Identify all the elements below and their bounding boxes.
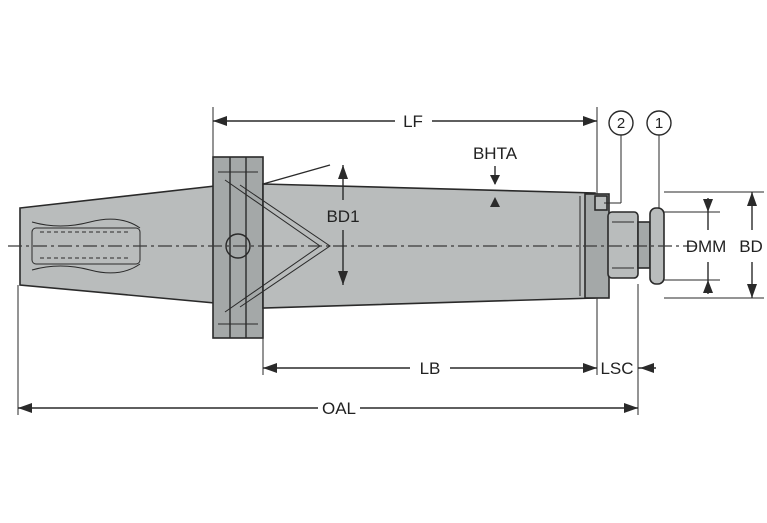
flange xyxy=(212,156,264,339)
callout-2-label: 2 xyxy=(617,115,625,132)
lb-label: LB xyxy=(420,359,441,378)
bd1-dimension: BD1 xyxy=(326,165,360,285)
lb-dimension: LB xyxy=(263,359,597,378)
callout-1-label: 1 xyxy=(655,115,663,132)
main-body xyxy=(224,164,596,313)
callout-2: 2 xyxy=(604,110,634,204)
lf-dimension: LF xyxy=(213,112,597,131)
taper-shank xyxy=(19,185,216,304)
callout-1: 1 xyxy=(646,110,672,208)
dmm-label: DMM xyxy=(686,237,727,256)
lsc-label: LSC xyxy=(600,359,633,378)
oal-dimension: OAL xyxy=(18,399,638,418)
bhta-marker: BHTA xyxy=(473,144,518,207)
bhta-label: BHTA xyxy=(473,144,518,163)
bd-label: BD xyxy=(739,237,763,256)
bd1-label: BD1 xyxy=(326,207,359,226)
lsc-dimension: LSC xyxy=(600,359,656,378)
dmm-dimension: DMM xyxy=(686,198,727,294)
bd-dimension: BD xyxy=(739,192,763,298)
lf-label: LF xyxy=(403,112,423,131)
oal-label: OAL xyxy=(322,399,356,418)
